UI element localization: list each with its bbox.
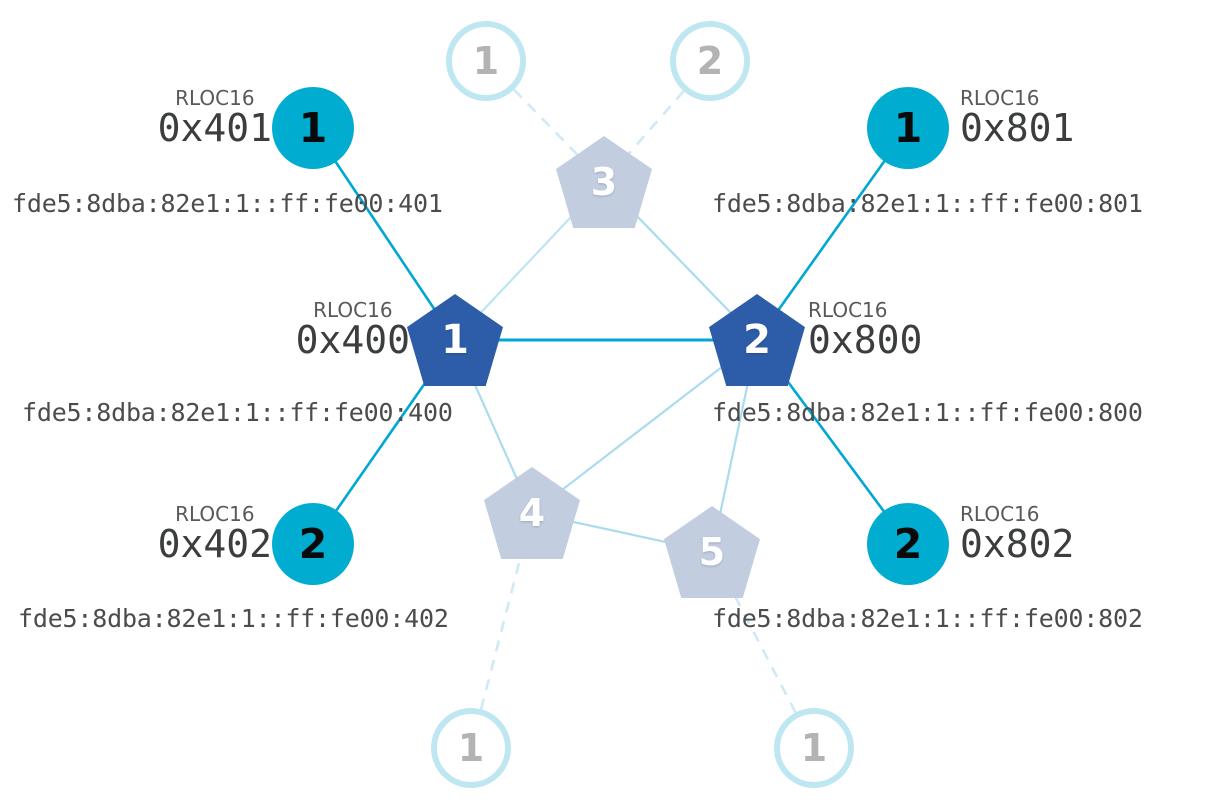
ghost-child-2[interactable]: 2 — [670, 21, 750, 101]
router-node-5[interactable]: 5 — [664, 506, 760, 598]
ipv6-label-0x800: fde5:8dba:82e1:1::ff:fe00:800 — [712, 398, 1143, 427]
router-node-0x800[interactable]: 2 — [709, 294, 805, 386]
rloc-label-0x800: RLOC16 0x800 — [808, 300, 922, 361]
router-node-4[interactable]: 4 — [484, 467, 580, 559]
router-node-0x400[interactable]: 1 — [407, 294, 503, 386]
ghost-child-glyph: 2 — [696, 39, 724, 83]
router-glyph: 4 — [518, 491, 546, 535]
child-node-0x801[interactable]: 1 — [867, 87, 949, 169]
router-glyph: 5 — [698, 530, 726, 574]
rloc-label-0x401: RLOC16 0x401 — [158, 88, 272, 149]
ipv6-label-0x802: fde5:8dba:82e1:1::ff:fe00:802 — [712, 604, 1143, 633]
edge-c401-r400 — [311, 127, 457, 341]
rloc-label-0x402: RLOC16 0x402 — [158, 504, 272, 565]
edge-c801-r800 — [755, 127, 910, 341]
router-glyph: 1 — [441, 317, 469, 363]
router-glyph: 3 — [590, 160, 618, 204]
edge-r800-r4 — [531, 339, 758, 514]
ipv6-label-0x400: fde5:8dba:82e1:1::ff:fe00:400 — [22, 398, 453, 427]
rloc-tag: RLOC16 — [808, 298, 888, 322]
ipv6-label-0x402: fde5:8dba:82e1:1::ff:fe00:402 — [18, 604, 449, 633]
ipv6-label-0x801: fde5:8dba:82e1:1::ff:fe00:801 — [712, 189, 1143, 218]
ghost-child-4[interactable]: 1 — [774, 708, 854, 788]
child-glyph: 1 — [298, 103, 328, 152]
ghost-child-glyph: 1 — [472, 39, 500, 83]
rloc-label-0x400: RLOC16 0x400 — [296, 300, 410, 361]
ghost-child-glyph: 1 — [800, 726, 828, 770]
ghost-child-3[interactable]: 1 — [431, 708, 511, 788]
rloc-tag: RLOC16 — [175, 86, 255, 110]
router-node-3[interactable]: 3 — [556, 136, 652, 228]
ipv6-label-0x401: fde5:8dba:82e1:1::ff:fe00:401 — [12, 189, 443, 218]
rloc-label-0x801: RLOC16 0x801 — [960, 88, 1074, 149]
ghost-child-1[interactable]: 1 — [446, 21, 526, 101]
child-glyph: 2 — [893, 519, 923, 568]
child-glyph: 2 — [298, 519, 328, 568]
rloc-tag: RLOC16 — [175, 502, 255, 526]
child-glyph: 1 — [893, 103, 923, 152]
rloc-value: 0x801 — [960, 106, 1075, 150]
child-node-0x402[interactable]: 2 — [272, 503, 354, 585]
rloc-value: 0x802 — [960, 522, 1075, 566]
rloc-value: 0x401 — [157, 106, 272, 150]
child-node-0x802[interactable]: 2 — [867, 503, 949, 585]
rloc-value: 0x402 — [157, 522, 272, 566]
rloc-value: 0x800 — [808, 318, 923, 362]
rloc-tag: RLOC16 — [960, 502, 1040, 526]
rloc-tag: RLOC16 — [313, 298, 393, 322]
rloc-label-0x802: RLOC16 0x802 — [960, 504, 1074, 565]
rloc-value: 0x400 — [295, 318, 410, 362]
router-glyph: 2 — [743, 317, 771, 363]
rloc-tag: RLOC16 — [960, 86, 1040, 110]
ghost-child-glyph: 1 — [457, 726, 485, 770]
child-node-0x401[interactable]: 1 — [272, 87, 354, 169]
